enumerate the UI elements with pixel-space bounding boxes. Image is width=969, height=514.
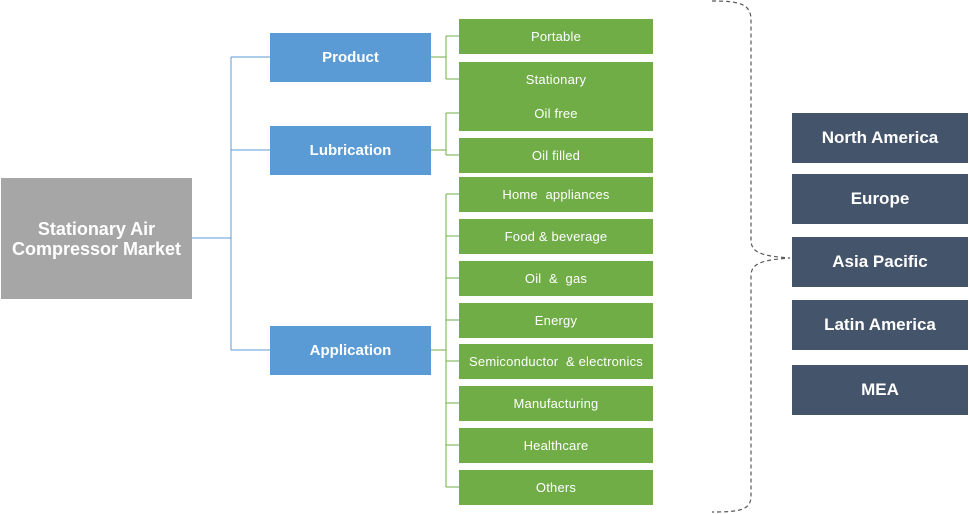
- region-asia-pacific: Asia Pacific: [792, 237, 968, 287]
- leaf-stationary: Stationary: [459, 62, 653, 97]
- category-lubrication: Lubrication: [270, 126, 431, 175]
- leaf-label: Home appliances: [502, 187, 610, 202]
- leaf-label: Portable: [530, 29, 582, 44]
- leaf-manufacturing: Manufacturing: [459, 386, 653, 421]
- region-europe: Europe: [792, 174, 968, 224]
- region-brace: [711, 0, 791, 513]
- leaf-label: Others: [535, 480, 577, 495]
- root-node: Stationary Air Compressor Market: [1, 178, 192, 299]
- leaf-oil-gas: Oil & gas: [459, 261, 653, 296]
- leaf-semiconductor-electronics: Semiconductor & electronics: [459, 344, 653, 379]
- leaf-label: Food & beverage: [504, 229, 608, 244]
- region-label: North America: [821, 128, 939, 147]
- leaf-oil-free: Oil free: [459, 96, 653, 131]
- leaf-label: Healthcare: [523, 438, 589, 453]
- leaf-label: Oil filled: [531, 148, 581, 163]
- leaf-others: Others: [459, 470, 653, 505]
- leaf-healthcare: Healthcare: [459, 428, 653, 463]
- leaf-portable: Portable: [459, 19, 653, 54]
- leaf-label: Semiconductor & electronics: [469, 354, 643, 369]
- leaf-label: Oil & gas: [524, 271, 588, 286]
- region-latin-america: Latin America: [792, 300, 968, 350]
- leaf-label: Stationary: [525, 72, 587, 87]
- region-north-america: North America: [792, 113, 968, 163]
- leaf-label: Oil free: [534, 106, 578, 121]
- region-label: Asia Pacific: [832, 252, 928, 271]
- category-label: Lubrication: [309, 142, 392, 159]
- region-label: Latin America: [824, 315, 936, 334]
- leaf-energy: Energy: [459, 303, 653, 338]
- root-label: Stationary Air Compressor Market: [11, 218, 182, 259]
- leaf-label: Energy: [534, 313, 578, 328]
- category-application: Application: [270, 326, 431, 375]
- leaf-label: Manufacturing: [513, 396, 599, 411]
- region-label: MEA: [861, 380, 899, 399]
- region-label: Europe: [850, 189, 910, 208]
- leaf-food-beverage: Food & beverage: [459, 219, 653, 254]
- category-label: Product: [322, 49, 379, 66]
- category-label: Application: [309, 342, 392, 359]
- category-product: Product: [270, 33, 431, 82]
- leaf-home-appliances: Home appliances: [459, 177, 653, 212]
- leaf-oil-filled: Oil filled: [459, 138, 653, 173]
- region-mea: MEA: [792, 365, 968, 415]
